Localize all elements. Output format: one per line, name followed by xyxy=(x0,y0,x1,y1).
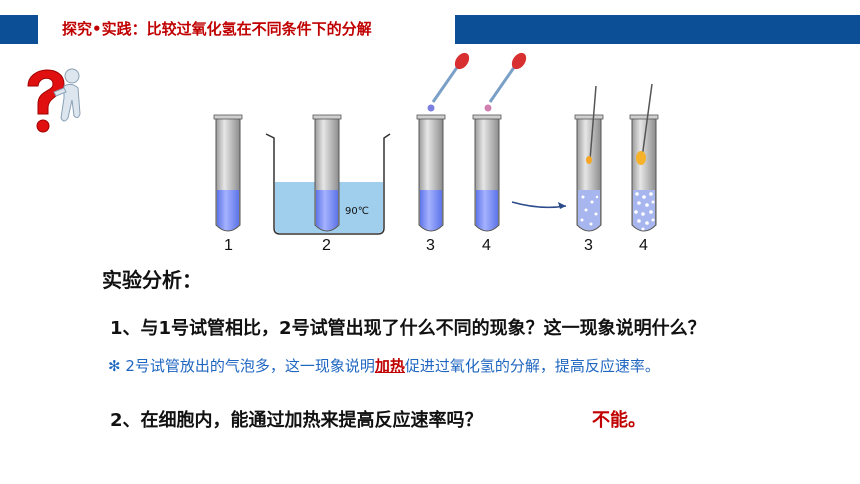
question-2: 2、在细胞内，能通过加热来提高反应速率吗？ xyxy=(110,410,483,431)
bullet-icon: ✻ xyxy=(108,357,121,375)
header-bar-left xyxy=(0,15,38,44)
tube-label: 2 xyxy=(322,237,331,254)
test-tube-4-result xyxy=(629,83,659,232)
tube-label: 3 xyxy=(584,237,593,254)
answer-1-highlight: 加热 xyxy=(374,357,405,375)
tube-label: 4 xyxy=(482,237,491,254)
temperature-label: 90℃ xyxy=(345,206,369,217)
answer-2: 不能。 xyxy=(592,410,646,431)
test-tube-3-result xyxy=(574,85,604,232)
test-tube-4 xyxy=(472,52,527,232)
answer-1-text-end: 促进过氧化氢的分解，提高反应速率。 xyxy=(404,357,660,375)
tube-label: 3 xyxy=(426,237,435,254)
question-1: 1、与1号试管相比，2号试管出现了什么不同的现象？这一现象说明什么？ xyxy=(110,318,706,339)
answer-1-text: 2号试管放出的气泡多，这一现象说明 xyxy=(125,357,375,375)
question-person-icon xyxy=(27,68,81,133)
test-tube-3 xyxy=(416,52,470,232)
arrow xyxy=(511,201,567,209)
tube-label: 4 xyxy=(639,237,648,254)
test-tube-1 xyxy=(213,114,243,232)
page-title: 探究•实践：比较过氧化氢在不同条件下的分解 xyxy=(46,15,448,44)
answer-1: ✻ 2号试管放出的气泡多，这一现象说明加热促进过氧化氢的分解，提高反应速率。 xyxy=(108,355,660,376)
analysis-heading: 实验分析： xyxy=(102,268,202,292)
water-bath-beaker xyxy=(265,114,391,235)
experiment-figure: 90℃ 1 2 3 4 3 4 xyxy=(213,52,659,254)
tube-label: 1 xyxy=(224,237,233,254)
header-bar-right xyxy=(455,15,860,44)
